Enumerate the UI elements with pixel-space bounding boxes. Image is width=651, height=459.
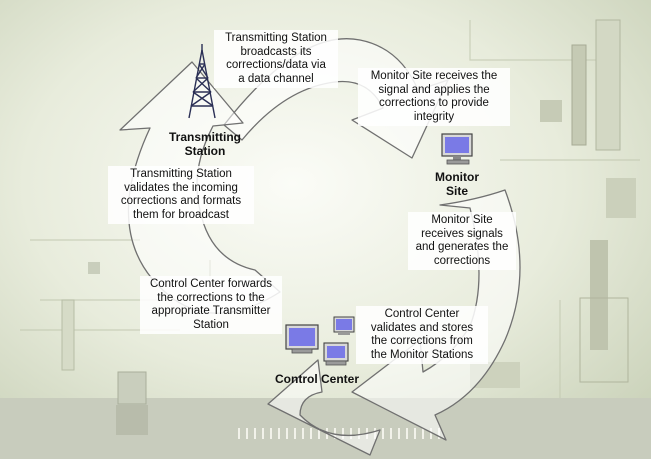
node-transmitting-station: Transmitting Station [168, 130, 241, 158]
computer-monitor-icon [441, 133, 473, 165]
step-tx-validate: Transmitting Station validates the incom… [108, 166, 254, 224]
arrow-control-to-transmit [267, 359, 381, 456]
step-monitor-generate: Monitor Site receives signals and genera… [408, 212, 516, 270]
node-control-center: Control Center [275, 372, 359, 386]
step-monitor-apply: Monitor Site receives the signal and app… [358, 68, 510, 126]
step-control-forward: Control Center forwards the corrections … [140, 276, 282, 334]
step-broadcast: Transmitting Station broadcasts its corr… [214, 30, 338, 88]
step-control-validate: Control Center validates and stores the … [356, 306, 488, 364]
arrow-monitor-to-control [351, 189, 521, 441]
radio-tower-icon [188, 44, 216, 119]
computer-workstations-icon [285, 316, 355, 366]
node-monitor-site: Monitor Site [435, 170, 479, 198]
